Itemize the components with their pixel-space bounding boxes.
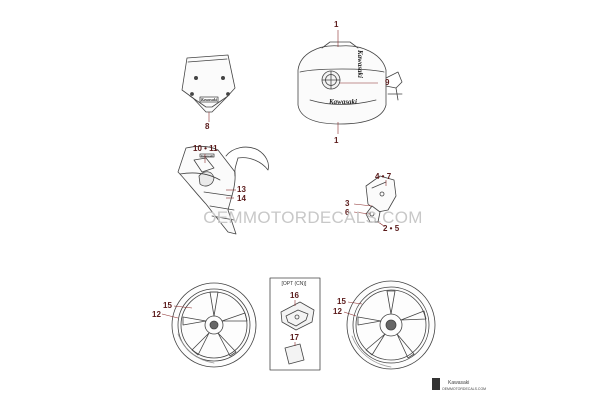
callout-10-11: 10 • 11 (193, 144, 218, 153)
callout-9: 9 (385, 78, 390, 87)
front-wheel-part (171, 282, 257, 368)
fuel-tank-part (297, 41, 403, 125)
callout-1-bottom: 1 (334, 136, 339, 145)
windshield-decal-text: Kawasaki (200, 97, 218, 102)
logo-brand-text: Kawasaki (448, 380, 470, 386)
callout-1-top: 1 (334, 20, 339, 29)
callout-15-right: 15 (337, 297, 346, 306)
kawasaki-logo-mark (432, 378, 440, 390)
callout-15-left: 15 (163, 301, 172, 310)
opt-box-label: [OPT (CN)] (281, 281, 307, 287)
callout-3: 3 (345, 199, 350, 208)
watermark-text: OEMMOTORDECALS.COM (203, 208, 423, 227)
callout-8: 8 (205, 122, 210, 131)
callout-12-right: 12 (333, 307, 342, 316)
logo-site-text: OEMMOTORDECALS.COM (442, 387, 487, 391)
callout-6: 6 (345, 208, 350, 217)
callout-12-left: 12 (152, 310, 161, 319)
tank-decal-upper-text: Kawasaki (356, 49, 364, 78)
callout-2-5: 2 • 5 (383, 224, 400, 233)
opt-box (269, 277, 321, 371)
tank-decal-lower-text: Kawasaki (328, 98, 357, 106)
bracket-part (365, 175, 397, 223)
callout-4-7: 4 • 7 (375, 172, 392, 181)
windshield-part (181, 54, 236, 113)
callout-16: 16 (290, 291, 299, 300)
callout-14: 14 (237, 194, 246, 203)
leader-lines (161, 30, 387, 346)
callout-13: 13 (237, 185, 246, 194)
side-decal-text: Kawasaki (200, 154, 213, 158)
side-cowling-part (177, 145, 269, 235)
rear-wheel-part (346, 280, 436, 370)
callout-17: 17 (290, 333, 299, 342)
